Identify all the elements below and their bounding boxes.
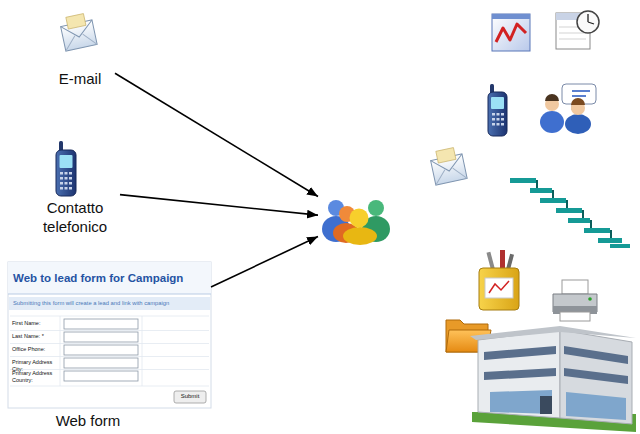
source-label: E-mail: [45, 70, 115, 89]
form-subtitle: Submitting this form will create a lead …: [9, 297, 210, 310]
calendar-clock-icon: [556, 11, 599, 49]
envelope-icon: [59, 12, 97, 51]
printer-icon: [553, 280, 597, 321]
submit-button-label: Submit: [174, 393, 206, 401]
phone-icon: [488, 84, 507, 136]
envelope-icon: [429, 146, 467, 185]
field-label: First Name:: [12, 320, 62, 327]
field-label: Primary Address Country:: [12, 370, 58, 384]
people-group-icon: [322, 200, 390, 245]
people-chat-icon: [540, 84, 596, 134]
building-icon: [470, 326, 636, 432]
phone-icon: [56, 141, 76, 196]
form-screenshot: [8, 262, 211, 408]
field-label: Office Phone:: [12, 346, 62, 353]
chart-document-icon: [492, 14, 530, 51]
arrow-connector: [120, 195, 318, 216]
phone-source: Contatto telefonico: [30, 140, 120, 240]
connector-group: [115, 73, 318, 287]
form-title: Web to lead form for Campaign: [13, 271, 211, 285]
gantt-chart-icon: [510, 178, 630, 248]
field-label: Last Name: *: [12, 333, 62, 340]
email-source: E-mail: [45, 14, 115, 90]
arrow-connector: [115, 73, 318, 196]
people-hub: [318, 196, 392, 242]
tools-jar-icon: [479, 250, 519, 310]
source-label: Web form: [8, 412, 168, 431]
source-label: Contatto telefonico: [30, 198, 120, 236]
arrow-connector: [211, 236, 318, 287]
